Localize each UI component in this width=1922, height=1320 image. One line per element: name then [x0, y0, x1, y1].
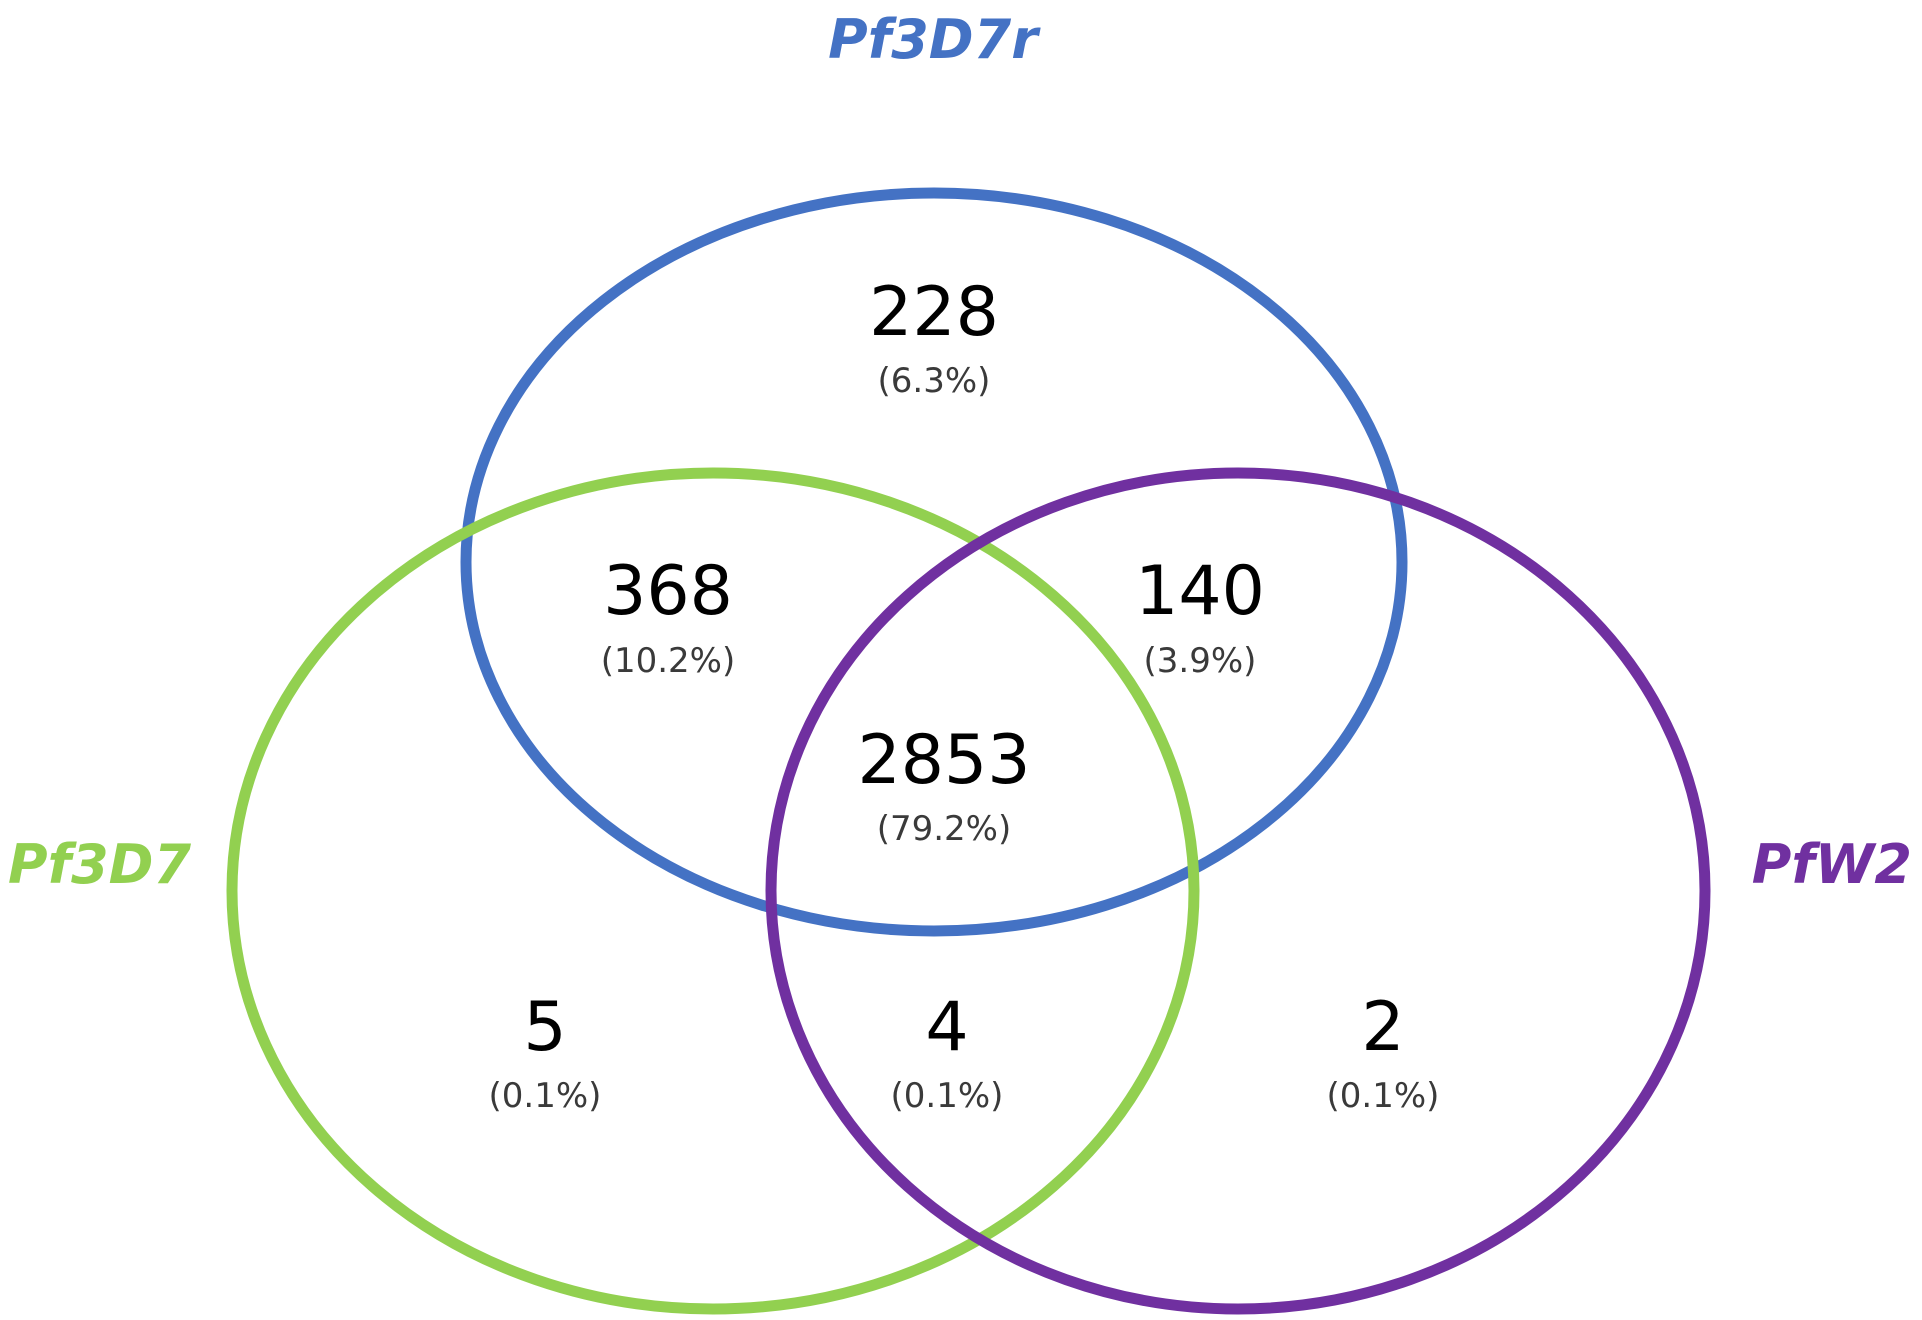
region-count-left-only: 5: [523, 988, 566, 1067]
region-count-right-only: 2: [1361, 988, 1404, 1067]
set-label-left: Pf3D7: [8, 833, 191, 896]
region-percent-top-left: (10.2%): [601, 641, 736, 681]
region-count-top-only: 228: [869, 273, 999, 352]
set-circle-top: [460, 187, 1408, 937]
set-circle-right: [765, 467, 1711, 1315]
set-label-right: PfW2: [1752, 833, 1912, 896]
region-percent-left-only: (0.1%): [489, 1076, 602, 1116]
region-count-top-left: 368: [603, 552, 733, 631]
region-percent-all-three: (79.2%): [877, 809, 1012, 849]
region-count-top-right: 140: [1135, 552, 1265, 631]
set-circle-left: [226, 467, 1200, 1315]
region-count-all-three: 2853: [857, 721, 1030, 800]
region-count-left-right: 4: [925, 988, 968, 1067]
region-percent-top-right: (3.9%): [1144, 641, 1257, 681]
region-percent-top-only: (6.3%): [878, 361, 991, 401]
region-percent-right-only: (0.1%): [1327, 1076, 1440, 1116]
set-label-top: Pf3D7r: [828, 8, 1041, 71]
region-percent-left-right: (0.1%): [891, 1076, 1004, 1116]
